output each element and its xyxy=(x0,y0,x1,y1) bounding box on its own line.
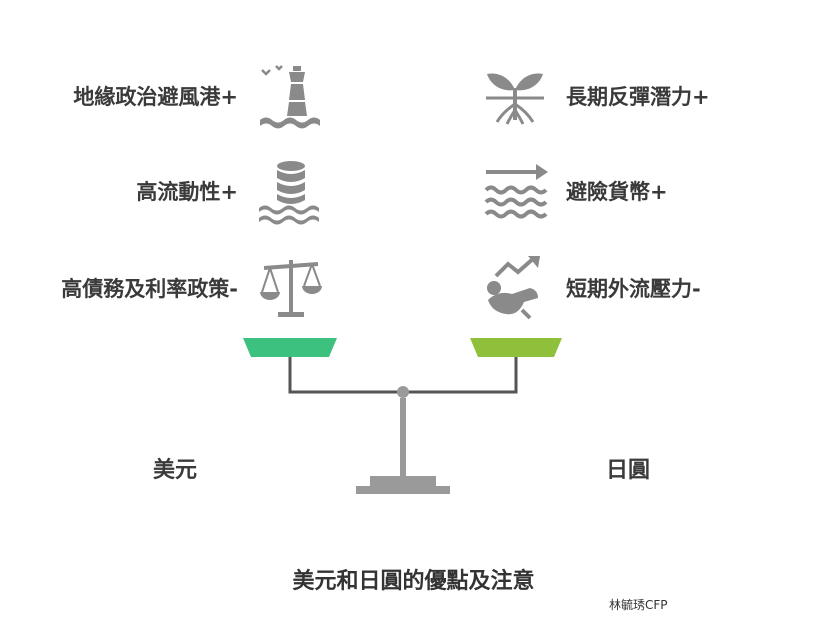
balance-scale-icon xyxy=(256,256,326,322)
currency-label-usd: 美元 xyxy=(153,458,198,483)
currency-label-jpy: 日圓 xyxy=(606,458,651,483)
factor-label-rebound-potential: 長期反彈潛力+ xyxy=(566,85,710,109)
author-credit: 林毓琇CFP xyxy=(609,598,668,612)
factor-label-debt-rate-policy: 高債務及利率政策- xyxy=(61,277,238,301)
factor-label-outflow-pressure: 短期外流壓力- xyxy=(566,277,701,301)
page-title: 美元和日圓的優點及注意 xyxy=(292,569,535,594)
factor-label-safe-currency: 避險貨幣+ xyxy=(566,180,668,204)
lighthouse-icon xyxy=(256,62,326,132)
waves-arrow-icon xyxy=(482,160,550,224)
factor-label-high-liquidity: 高流動性+ xyxy=(136,180,238,204)
stand-pole xyxy=(400,398,406,476)
pivot xyxy=(397,386,409,398)
factor-label-safe-haven: 地緣政治避風港+ xyxy=(73,85,238,109)
stand-base xyxy=(356,476,450,494)
left-pan xyxy=(243,338,337,357)
sprout-icon xyxy=(482,60,548,130)
right-pan xyxy=(470,338,562,357)
pressure-trend-icon xyxy=(482,254,548,322)
database-waves-icon xyxy=(256,158,326,226)
